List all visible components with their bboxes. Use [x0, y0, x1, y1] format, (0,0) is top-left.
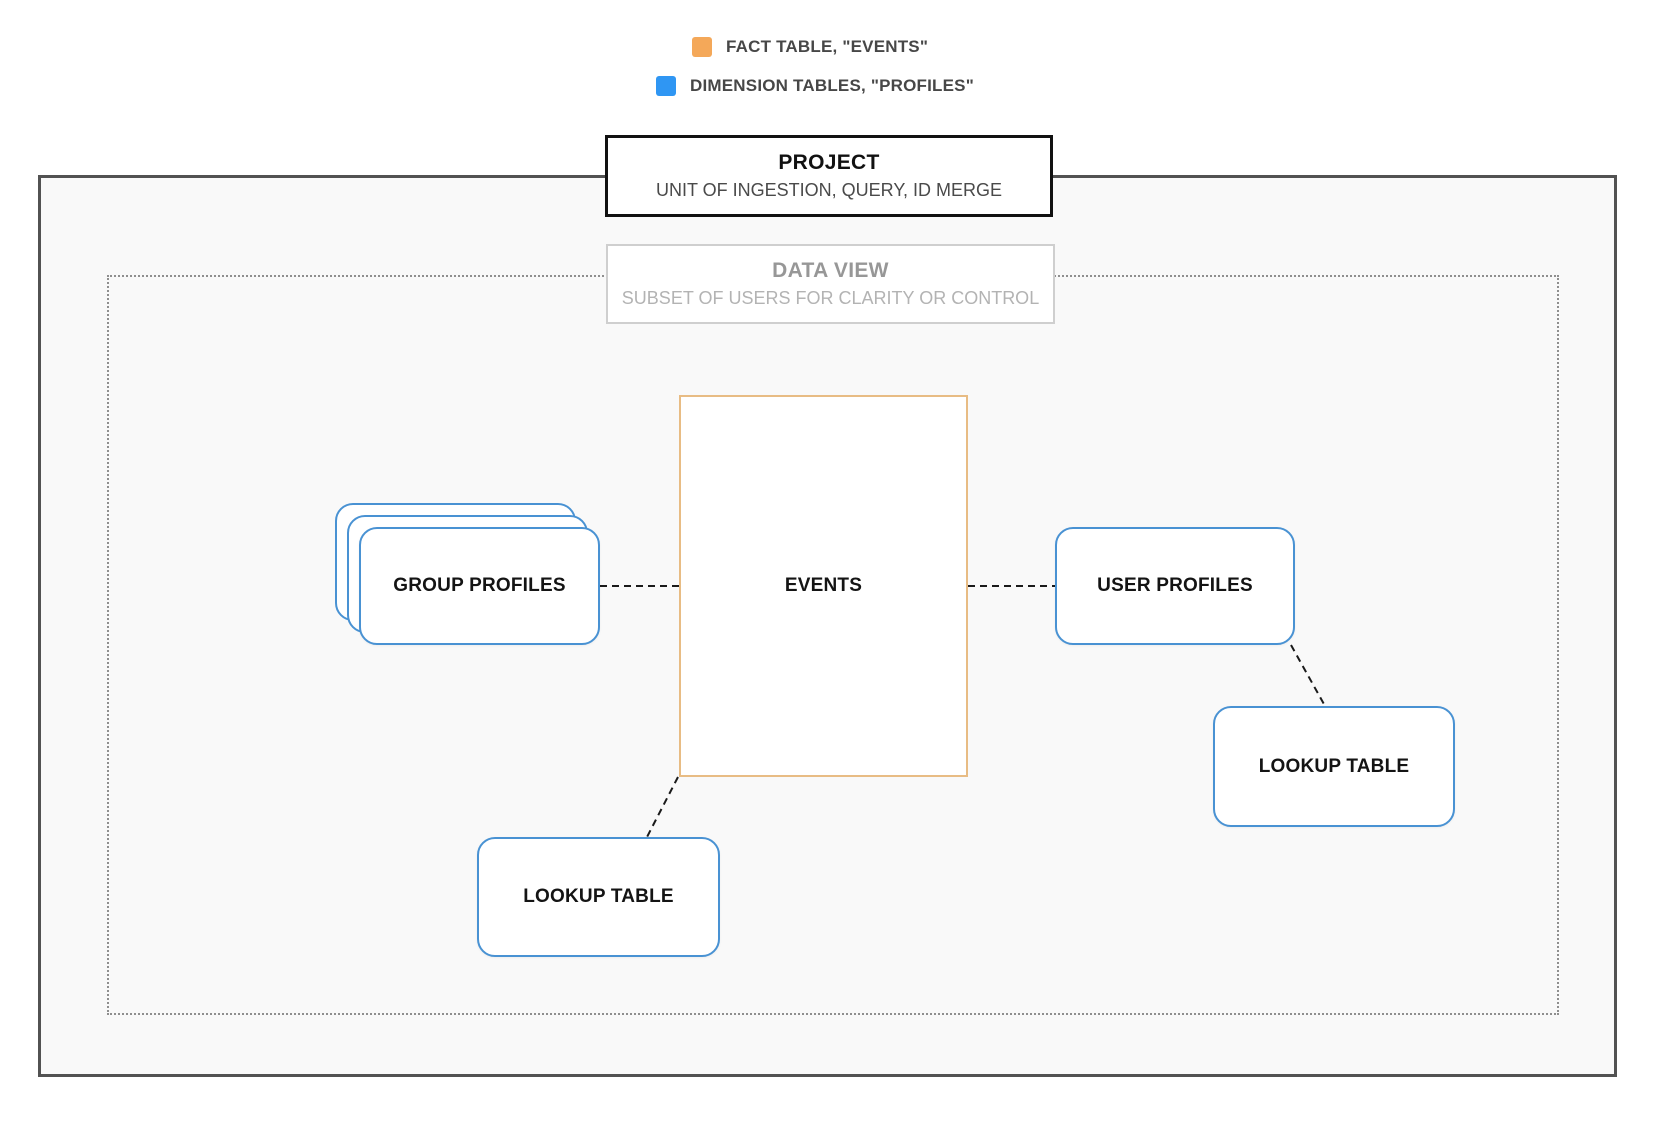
lookup-table-right-node: LOOKUP TABLE: [1213, 706, 1455, 827]
legend-label: FACT TABLE, "EVENTS": [726, 37, 929, 56]
events-node: EVENTS: [679, 395, 968, 777]
legend-item-fact-table: FACT TABLE, "EVENTS": [692, 37, 928, 57]
project-title: PROJECT: [778, 151, 880, 174]
data-view-title: DATA VIEW: [772, 259, 889, 282]
dimension-table-swatch-icon: [656, 76, 676, 96]
events-label: EVENTS: [784, 575, 863, 596]
project-box: PROJECT UNIT OF INGESTION, QUERY, ID MER…: [605, 135, 1053, 217]
data-view-box: DATA VIEW SUBSET OF USERS FOR CLARITY OR…: [606, 244, 1055, 324]
lookup-table-right-label: LOOKUP TABLE: [1258, 755, 1410, 777]
lookup-table-left-label: LOOKUP TABLE: [523, 886, 674, 907]
user-profiles-label: USER PROFILES: [1097, 575, 1253, 596]
project-subtitle: UNIT OF INGESTION, QUERY, ID MERGE: [655, 180, 1003, 200]
legend-label: DIMENSION TABLES, "PROFILES": [690, 76, 974, 95]
user-profiles-node: USER PROFILES: [1055, 527, 1295, 645]
lookup-table-left-node: LOOKUP TABLE: [477, 837, 720, 957]
fact-table-swatch-icon: [692, 37, 712, 57]
group-profiles-node: GROUP PROFILES: [359, 527, 600, 645]
group-profiles-label: GROUP PROFILES: [393, 575, 566, 596]
legend-item-dimension-tables: DIMENSION TABLES, "PROFILES": [656, 76, 974, 96]
data-view-subtitle: SUBSET OF USERS FOR CLARITY OR CONTROL: [621, 288, 1040, 308]
